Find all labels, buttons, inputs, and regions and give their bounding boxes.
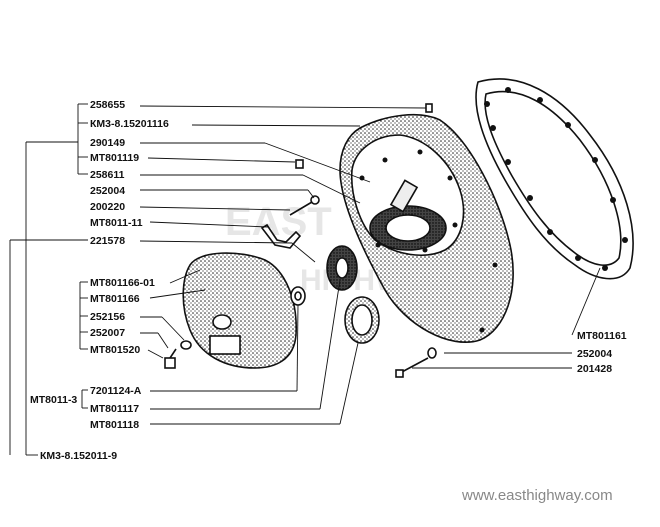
label-252007: 252007 <box>90 327 125 339</box>
crankcase-cover-part <box>339 113 514 343</box>
label-mt8011-11: MT8011-11 <box>90 217 143 229</box>
label-mt801520: MT801520 <box>90 344 140 356</box>
screw-lower-part <box>395 347 437 378</box>
label-252156: 252156 <box>90 311 125 323</box>
label-mt8011-3: MT8011-3 <box>30 394 77 406</box>
part-labels: 258655 КМ3-8.15201116 290149 MT801119 25… <box>30 99 627 462</box>
label-252004-right: 252004 <box>577 348 612 360</box>
svg-text:ЕАST: ЕАST <box>225 200 332 244</box>
label-258655: 258655 <box>90 99 125 111</box>
website-watermark: www.easthighway.com <box>461 487 613 504</box>
small-cover-part <box>182 252 297 369</box>
label-mt801119: MT801119 <box>90 152 139 164</box>
nut-part <box>164 340 192 369</box>
bearing-washer-part <box>290 286 306 306</box>
label-252004-top: 252004 <box>90 185 125 197</box>
label-290149: 290149 <box>90 137 125 149</box>
label-7201124-a: 7201124-A <box>90 385 142 397</box>
label-mt801117: MT801117 <box>90 403 139 415</box>
bracket-part <box>260 223 302 249</box>
label-200220: 200220 <box>90 201 125 213</box>
label-km3-8-15201116: КМ3-8.15201116 <box>90 118 169 130</box>
label-mt801166-01: MT801166-01 <box>90 277 155 289</box>
label-mt801161: MT801161 <box>577 330 627 342</box>
screw-upper-part <box>289 195 320 216</box>
label-km3-8-152011-9: КМ3-8.152011-9 <box>40 450 117 462</box>
label-201428: 201428 <box>577 363 612 375</box>
seal-ring-part <box>326 245 358 291</box>
label-mt801166: MT801166 <box>90 293 140 305</box>
label-mt801118: MT801118 <box>90 419 139 431</box>
label-221578: 221578 <box>90 235 125 247</box>
gasket-part <box>475 78 634 280</box>
large-gasket-ring-part <box>344 296 380 344</box>
leader-lines <box>9 103 601 456</box>
label-258611: 258611 <box>90 169 125 181</box>
